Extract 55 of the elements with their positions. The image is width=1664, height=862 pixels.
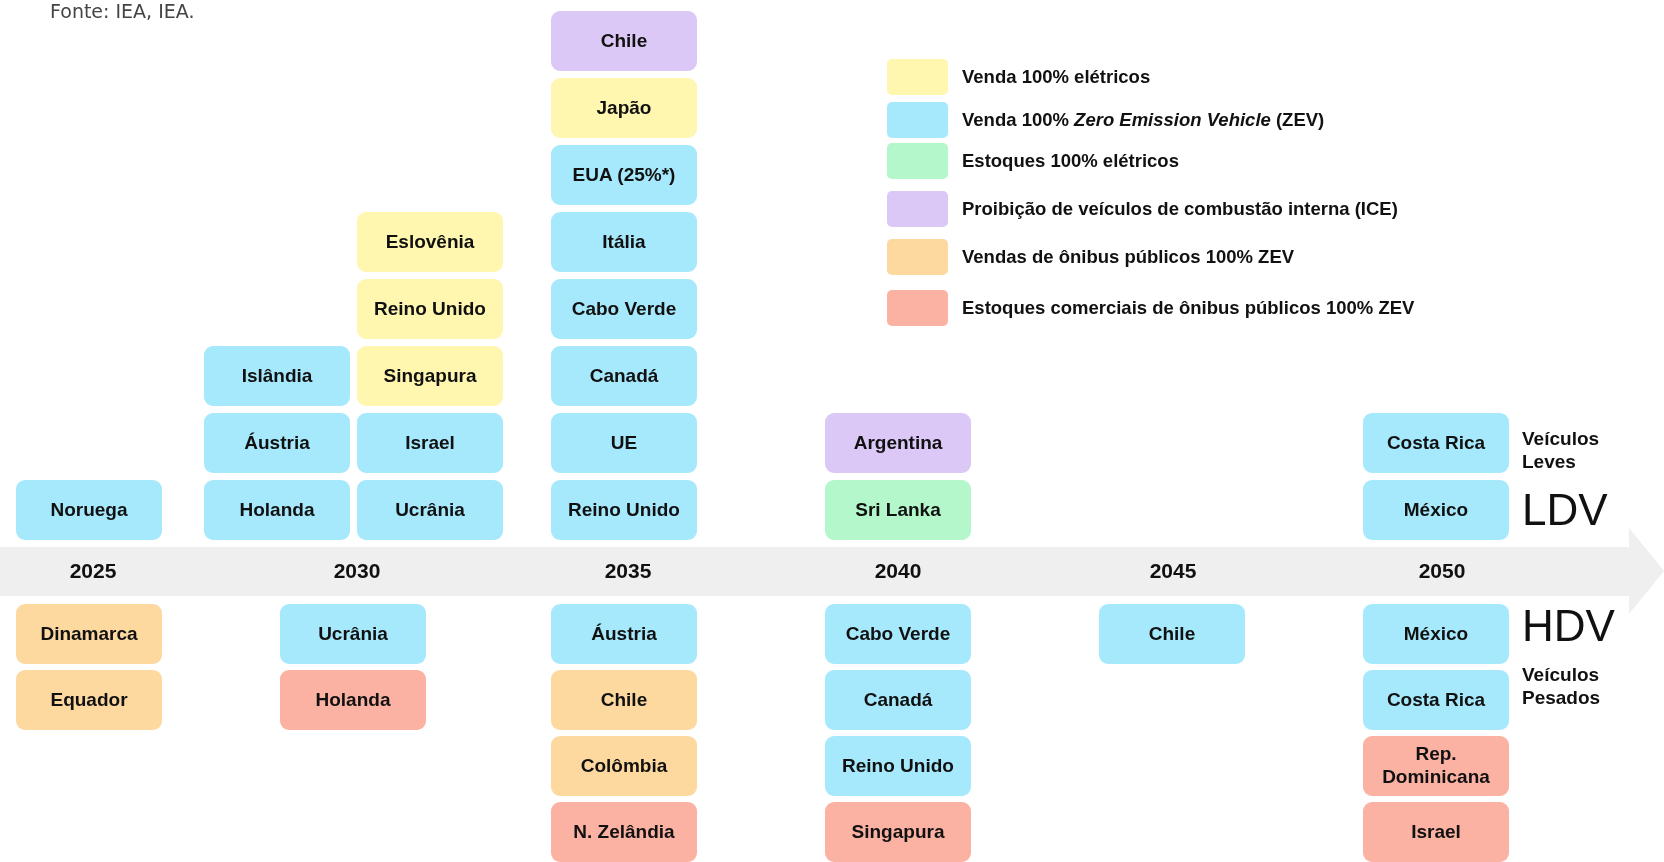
zev-sales-box: Ucrânia [357,480,503,540]
row-abbreviation: HDV [1522,604,1616,648]
zev-sales-box: Chile [1099,604,1245,664]
ice-ban-box: Chile [551,11,697,71]
zev-sales-box: Cabo Verde [551,279,697,339]
zev-sales-box: UE [551,413,697,473]
year-label: 2050 [1417,558,1467,584]
zev-sales-box: Costa Rica [1363,670,1509,730]
ice-ban-box: Argentina [825,413,971,473]
zev-sales-box: Israel [357,413,503,473]
zev-sales-box: Canadá [551,346,697,406]
year-label: 2025 [68,558,118,584]
zev-sales-box: Cabo Verde [825,604,971,664]
electric-stock-box: Sri Lanka [825,480,971,540]
zev-sales-box: Reino Unido [825,736,971,796]
legend-label: Estoques 100% elétricos [962,150,1179,172]
electric-sales-box: Japão [551,78,697,138]
row-label: Veículos Pesados [1522,664,1602,710]
year-label: 2030 [332,558,382,584]
bus-stock-box: Rep. Dominicana [1363,736,1509,796]
electric-sales-box: Eslovênia [357,212,503,272]
zev-sales-box: Noruega [16,480,162,540]
zev-sales-box: Canadá [825,670,971,730]
row-abbreviation: LDV [1522,488,1609,532]
bus-sales-box: Dinamarca [16,604,162,664]
zev-sales-box: México [1363,604,1509,664]
zev-sales-box: Ucrânia [280,604,426,664]
zev-sales-box: EUA (25%*) [551,145,697,205]
bus-sales-box: Chile [551,670,697,730]
zev-sales-box: Áustria [204,413,350,473]
electric-sales-box: Reino Unido [357,279,503,339]
bus-sales-box: Colômbia [551,736,697,796]
legend-label: Venda 100% elétricos [962,66,1151,88]
bus-stock-box: N. Zelândia [551,802,697,862]
zev-sales-box: Costa Rica [1363,413,1509,473]
year-label: 2045 [1148,558,1198,584]
bus-stock-box: Singapura [825,802,971,862]
row-label: Veículos Leves [1522,428,1601,474]
legend-label: Proibição de veículos de combustão interna (ICE) [962,198,1398,220]
source-note: Fonte: IEA, IEA. [50,0,196,23]
bus-sales-box: Equador [16,670,162,730]
zev-sales-box: Áustria [551,604,697,664]
bus-stock-box: Holanda [280,670,426,730]
year-label: 2040 [873,558,923,584]
zev-sales-box: Holanda [204,480,350,540]
electric-sales-box: Singapura [357,346,503,406]
year-label: 2035 [603,558,653,584]
bus-stock-box: Israel [1363,802,1509,862]
zev-sales-box: Itália [551,212,697,272]
zev-sales-box: México [1363,480,1509,540]
zev-sales-box: Reino Unido [551,480,697,540]
legend-label: Vendas de ônibus públicos 100% ZEV [962,246,1295,268]
zev-sales-box: Islândia [204,346,350,406]
legend-label: Venda 100% Zero Emission Vehicle (ZEV) [962,109,1325,131]
legend-label: Estoques comerciais de ônibus públicos 100% ZEV [962,297,1415,319]
